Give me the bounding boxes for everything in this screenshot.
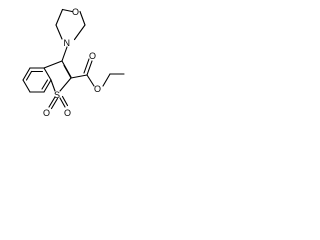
sulfur-label: S [54, 90, 60, 100]
chemical-structure: O N S O O O O [22, 7, 125, 118]
bond [43, 67, 52, 81]
bond [43, 60, 63, 69]
bond [73, 24, 86, 41]
bond [83, 58, 90, 74]
morpholine-oxygen-label: O [72, 7, 79, 17]
bond [70, 74, 88, 79]
morpholine-nitrogen-label: N [64, 38, 71, 48]
bond [59, 97, 66, 108]
bond [25, 70, 33, 81]
carbonyl-oxygen-label: O [89, 51, 96, 61]
sulfonyl-oxygen-left-label: O [43, 108, 50, 118]
bond [48, 96, 56, 108]
bond [63, 64, 72, 79]
sulfonyl-oxygen-right-label: O [64, 108, 71, 118]
ester-oxygen-label: O [94, 84, 101, 94]
ethyl-ester-group [70, 58, 125, 87]
bond [61, 8, 73, 13]
bond [50, 79, 56, 92]
bond [61, 95, 69, 107]
bond [79, 10, 86, 26]
bond [59, 77, 72, 92]
morpholine-ring [55, 8, 86, 41]
bond [102, 73, 111, 87]
bond [22, 79, 31, 93]
bond [43, 79, 52, 93]
bond [41, 79, 49, 90]
bond [61, 46, 68, 62]
bond [55, 8, 64, 26]
bond [86, 60, 93, 76]
bond [55, 24, 63, 40]
bond [22, 67, 31, 81]
benzothiophene-core [22, 60, 72, 110]
bond [50, 97, 59, 110]
structure-diagram: O N S O O O O [0, 0, 128, 120]
bond [86, 74, 95, 87]
